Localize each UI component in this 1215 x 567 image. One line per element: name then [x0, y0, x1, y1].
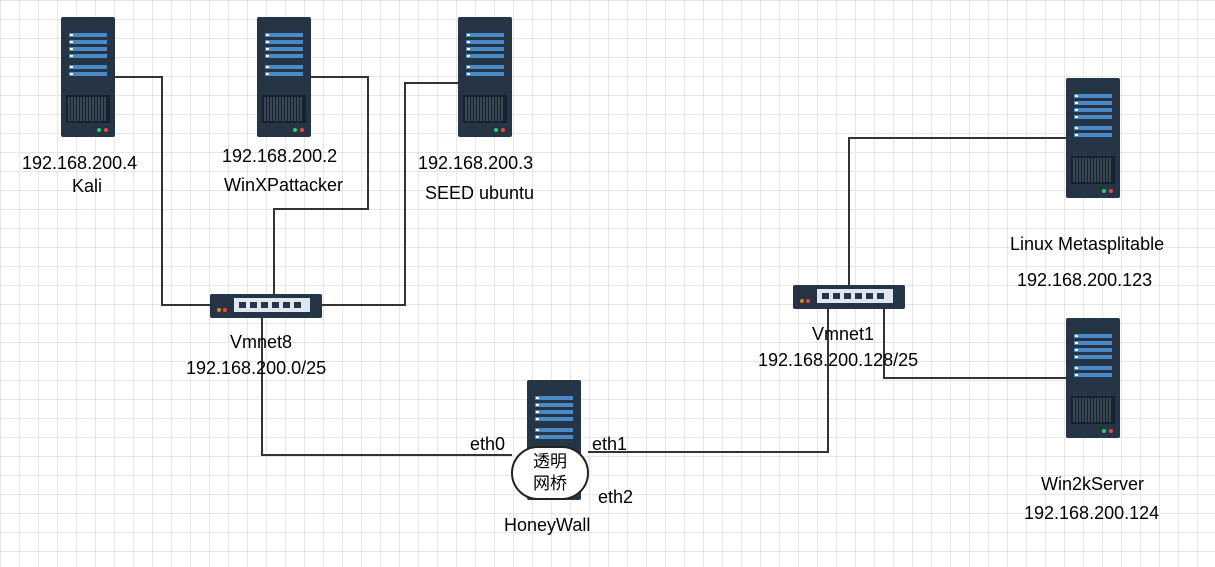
- link-vmnet1-metasploitable: [848, 137, 1066, 286]
- eth0-label: eth0: [470, 434, 506, 454]
- vmnet8-subnet-label: 192.168.200.0/25: [186, 358, 327, 378]
- link-honeywall-vmnet1: [588, 307, 829, 453]
- seed-ip-label: 192.168.200.3: [418, 153, 534, 173]
- win2k-ip-label: 192.168.200.124: [1024, 503, 1160, 523]
- winxp-server-icon: [256, 16, 312, 138]
- link-vmnet8-honeywall: [261, 316, 512, 456]
- link-winxp-vmnet8: [273, 76, 369, 295]
- metasploitable-name-label: Linux Metasplitable: [1010, 234, 1165, 254]
- vmnet1-switch-icon: [793, 285, 905, 309]
- vmnet1-subnet-label: 192.168.200.128/25: [758, 350, 919, 370]
- connection-lines: [115, 76, 1066, 456]
- seed-name-label: SEED ubuntu: [425, 183, 535, 203]
- bridge-label-line1: 透明: [533, 452, 567, 471]
- winxp-ip-label: 192.168.200.2: [222, 146, 338, 166]
- kali-server-icon: [60, 16, 116, 138]
- vmnet1-name-label: Vmnet1: [812, 324, 875, 344]
- win2k-server-icon: [1065, 317, 1121, 439]
- win2k-name-label: Win2kServer: [1041, 474, 1145, 494]
- kali-ip-label: 192.168.200.4: [22, 153, 138, 173]
- vmnet8-name-label: Vmnet8: [230, 332, 293, 352]
- link-vmnet1-win2k: [883, 307, 1066, 379]
- winxp-name-label: WinXPattacker: [224, 175, 344, 195]
- honeywall-name-label: HoneyWall: [504, 515, 591, 535]
- kali-name-label: Kali: [72, 176, 103, 196]
- vmnet8-switch-icon: [210, 294, 322, 318]
- eth1-label: eth1: [592, 434, 628, 454]
- seed-server-icon: [457, 16, 513, 138]
- bridge-bubble: [511, 446, 589, 500]
- eth2-label: eth2: [598, 487, 634, 507]
- metasploitable-server-icon: [1065, 77, 1121, 199]
- link-kali-vmnet8: [115, 76, 212, 306]
- bridge-label-line2: 网桥: [533, 474, 567, 493]
- metasploitable-ip-label: 192.168.200.123: [1017, 270, 1153, 290]
- link-seed-vmnet8: [320, 82, 458, 306]
